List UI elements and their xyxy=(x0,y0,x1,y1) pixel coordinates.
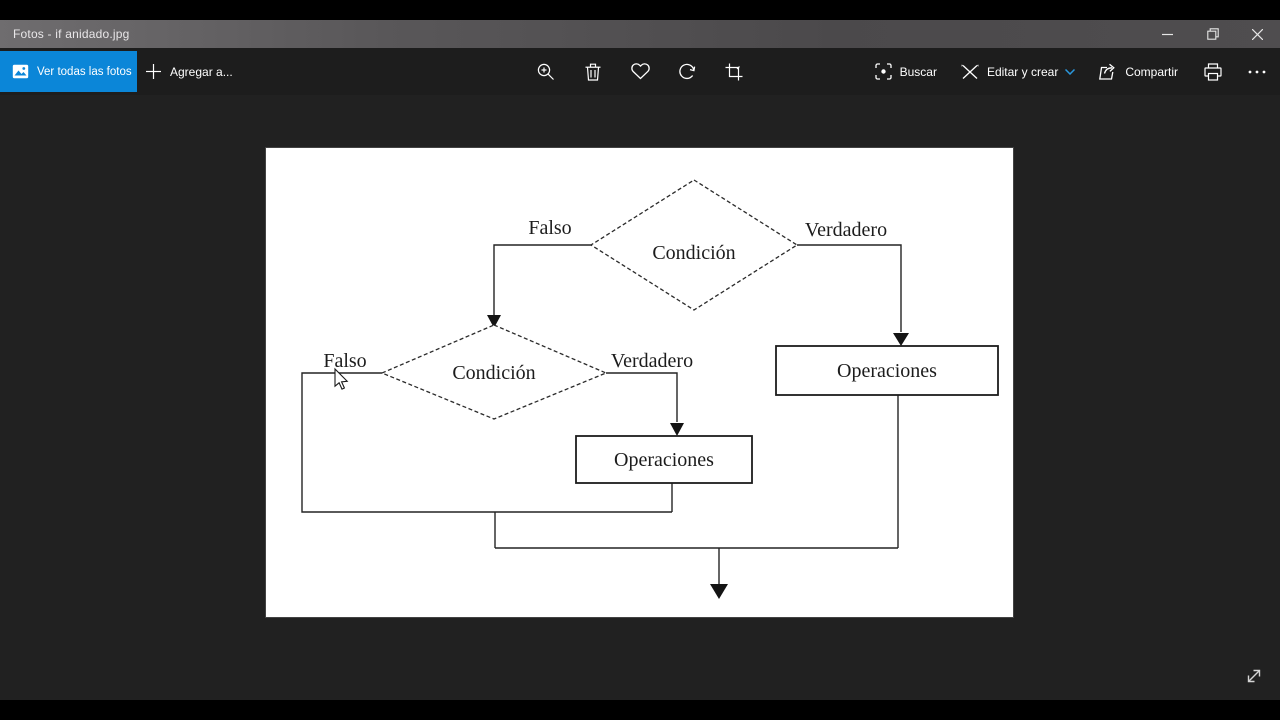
photo-image: Condición Falso Verdadero Condición Fals… xyxy=(266,148,1013,617)
minimize-button[interactable] xyxy=(1145,20,1190,48)
true-nested-label: Verdadero xyxy=(611,350,693,372)
restore-icon xyxy=(1206,28,1219,40)
printer-icon xyxy=(1204,62,1222,81)
condition-diamond-nested xyxy=(380,324,608,420)
share-label: Compartir xyxy=(1125,64,1178,79)
false-top-label: Falso xyxy=(528,217,571,239)
command-bar: Ver todas las fotos Agregar a... xyxy=(0,48,1280,95)
arrowhead-final xyxy=(710,584,728,599)
share-button[interactable]: Compartir xyxy=(1099,63,1178,80)
chevron-down-icon xyxy=(1065,68,1076,75)
operations-true-box xyxy=(775,345,999,396)
window-title: Fotos - if anidado.jpg xyxy=(13,27,130,41)
heart-icon xyxy=(630,63,650,80)
zoom-button[interactable] xyxy=(536,62,556,82)
edit-create-button[interactable]: Editar y crear xyxy=(961,63,1076,80)
share-icon xyxy=(1099,63,1116,80)
magnifier-zoom-icon xyxy=(537,63,554,80)
rotate-button[interactable] xyxy=(677,62,697,82)
crop-icon xyxy=(725,63,743,80)
search-button[interactable]: Buscar xyxy=(874,63,937,80)
edit-create-icon xyxy=(961,63,979,79)
arrowhead-into-operations-nested xyxy=(670,423,684,436)
crop-button[interactable] xyxy=(724,62,744,82)
restore-button[interactable] xyxy=(1190,20,1235,48)
arrowhead-into-nested-condition xyxy=(487,315,501,328)
photo-canvas: Condición Falso Verdadero Condición Fals… xyxy=(0,95,1280,700)
flow-connectors xyxy=(301,244,902,584)
expand-diagonal-icon xyxy=(1247,669,1261,683)
connector-false-top xyxy=(493,244,591,315)
condition-diamond-top xyxy=(589,179,799,311)
flowchart: Condición Falso Verdadero Condición Fals… xyxy=(301,179,999,599)
view-all-photos-button[interactable]: Ver todas las fotos xyxy=(0,51,137,92)
mouse-cursor xyxy=(334,367,349,390)
print-button[interactable] xyxy=(1204,62,1222,81)
photos-icon xyxy=(12,64,29,79)
condition-top-label: Condición xyxy=(652,242,735,264)
title-bar: Fotos - if anidado.jpg xyxy=(0,20,1280,48)
operations-nested-label: Operaciones xyxy=(614,449,714,471)
arrowheads xyxy=(487,315,909,599)
edit-create-label: Editar y crear xyxy=(986,64,1059,79)
rotate-icon xyxy=(679,63,696,79)
add-to-button[interactable]: Agregar a... xyxy=(146,48,233,95)
search-label: Buscar xyxy=(899,64,937,79)
delete-button[interactable] xyxy=(583,62,603,82)
minimize-icon xyxy=(1162,33,1173,35)
ellipsis-icon xyxy=(1248,70,1266,73)
more-options-button[interactable] xyxy=(1248,70,1266,74)
window-controls xyxy=(1145,20,1280,48)
add-to-label: Agregar a... xyxy=(170,64,233,79)
true-top-label: Verdadero xyxy=(805,219,887,241)
false-nested-label: Falso xyxy=(323,350,366,372)
fullscreen-button[interactable] xyxy=(1242,664,1266,688)
plus-icon xyxy=(146,64,161,79)
operations-nested-box xyxy=(575,435,753,484)
command-bar-right: Buscar Editar y crear Compartir xyxy=(874,48,1266,95)
photo-tools xyxy=(536,48,744,95)
connector-false-nested-loop xyxy=(301,372,672,513)
operations-true-label: Operaciones xyxy=(837,360,937,382)
view-all-photos-label: Ver todas las fotos xyxy=(37,65,132,78)
close-icon xyxy=(1252,28,1263,40)
connector-true-nested xyxy=(606,372,678,422)
search-frame-icon xyxy=(874,63,892,80)
close-button[interactable] xyxy=(1235,20,1280,48)
trash-icon xyxy=(585,63,601,81)
favorite-button[interactable] xyxy=(630,62,650,82)
arrowhead-into-operations-true xyxy=(893,333,909,346)
connector-true-top xyxy=(797,244,902,332)
condition-nested-label: Condición xyxy=(452,362,535,384)
